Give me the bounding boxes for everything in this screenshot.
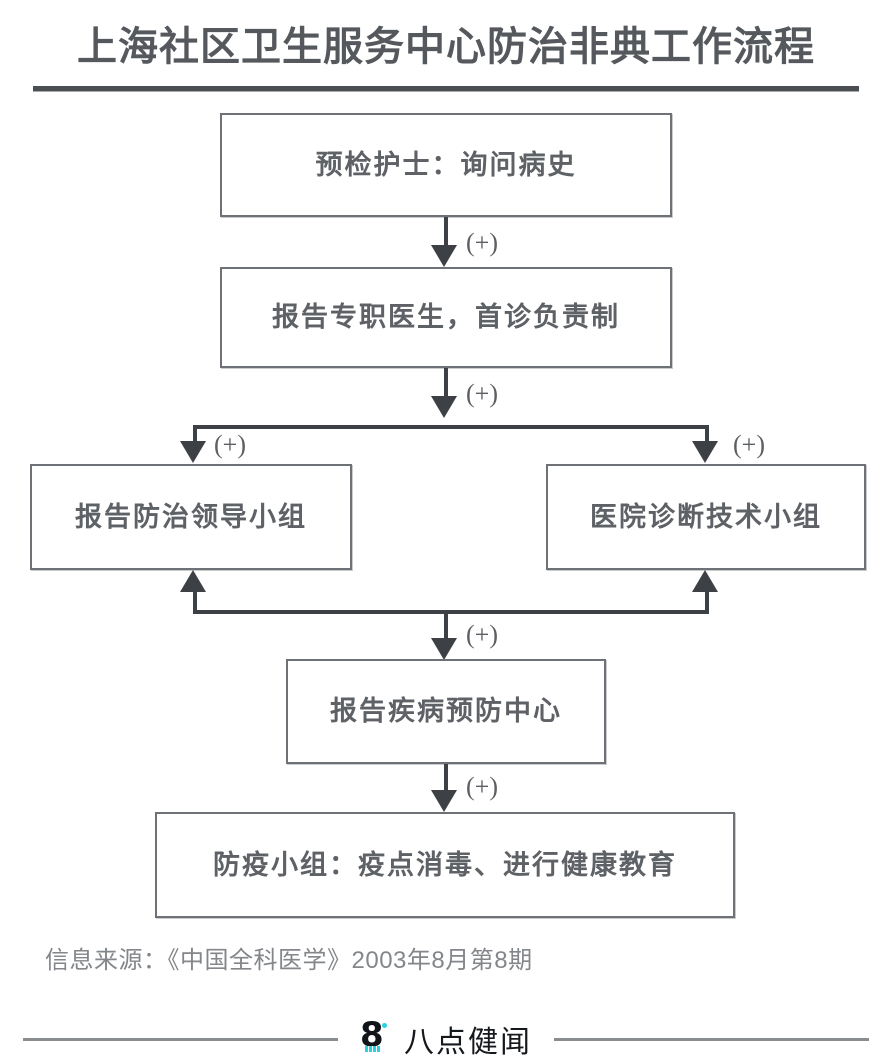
edge-label-n2-n4: (+) <box>733 430 765 459</box>
brand-logo-bars-icon <box>365 1046 380 1052</box>
arrow-head-down-n3 <box>180 441 206 463</box>
edge-label-n2-n3: (+) <box>214 430 246 459</box>
brand-eight-logo-icon: 8 <box>360 1015 394 1059</box>
arrow-head-down-n5 <box>431 638 457 660</box>
title-underline-rule <box>33 86 859 92</box>
connector-line-n2-split <box>444 368 448 400</box>
arrow-head-up-n3 <box>180 570 206 592</box>
connector-line-merge-right <box>705 592 709 614</box>
flow-node-report-doctor: 报告专职医生，首诊负责制 <box>220 267 672 368</box>
flow-node-label: 防疫小组：疫点消毒、进行健康教育 <box>213 849 677 880</box>
connector-line-merge-left <box>193 592 197 614</box>
connector-merge-bar <box>193 610 709 614</box>
brand-name: 八点健闻 <box>404 1026 532 1059</box>
flow-node-pre-exam-nurse: 预检护士：询问病史 <box>220 113 672 217</box>
brand-lockup: 8 八点健闻 <box>338 1017 554 1060</box>
connector-split-bar <box>193 425 709 429</box>
flow-node-label: 报告专职医生，首诊负责制 <box>272 302 620 332</box>
arrow-head-up-n4 <box>692 570 718 592</box>
footer-brand-bar: 8 八点健闻 <box>0 1018 892 1060</box>
connector-line-merge-n5 <box>444 610 448 642</box>
footer-rule-left <box>23 1037 338 1041</box>
flow-node-label: 医院诊断技术小组 <box>590 501 822 532</box>
arrow-head-down-n6 <box>431 790 457 812</box>
connector-line-n1-n2 <box>444 217 448 249</box>
brand-logo-dot-icon <box>382 1023 387 1028</box>
footer-rule-right <box>554 1037 869 1041</box>
flow-node-report-cdc: 报告疾病预防中心 <box>286 659 606 764</box>
edge-label-n1-n2: (+) <box>466 228 498 257</box>
arrow-head-down-n1-n2 <box>431 245 457 267</box>
edge-label-n2-split: (+) <box>466 379 498 408</box>
source-attribution: 信息来源：《中国全科医学》2003年8月第8期 <box>45 947 533 974</box>
flow-node-label: 报告防治领导小组 <box>75 501 307 532</box>
flow-node-hospital-diagnosis-group: 医院诊断技术小组 <box>546 464 866 570</box>
connector-line-split-left <box>193 425 197 445</box>
edge-label-merge-n5: (+) <box>466 620 498 649</box>
arrow-head-down-n2-split <box>431 396 457 418</box>
flow-node-leadership-group: 报告防治领导小组 <box>30 464 352 570</box>
edge-label-n5-n6: (+) <box>466 772 498 801</box>
arrow-head-down-n4 <box>692 441 718 463</box>
connector-line-split-right <box>705 425 709 445</box>
flow-node-label: 预检护士：询问病史 <box>315 149 577 180</box>
brand-logo-digit: 8 <box>360 1015 384 1055</box>
page-title: 上海社区卫生服务中心防治非典工作流程 <box>77 25 815 69</box>
flow-node-epidemic-prevention-group: 防疫小组：疫点消毒、进行健康教育 <box>155 812 735 918</box>
page-title-wrap: 上海社区卫生服务中心防治非典工作流程 <box>0 24 892 70</box>
connector-line-n5-n6 <box>444 764 448 792</box>
flow-node-label: 报告疾病预防中心 <box>330 696 562 726</box>
